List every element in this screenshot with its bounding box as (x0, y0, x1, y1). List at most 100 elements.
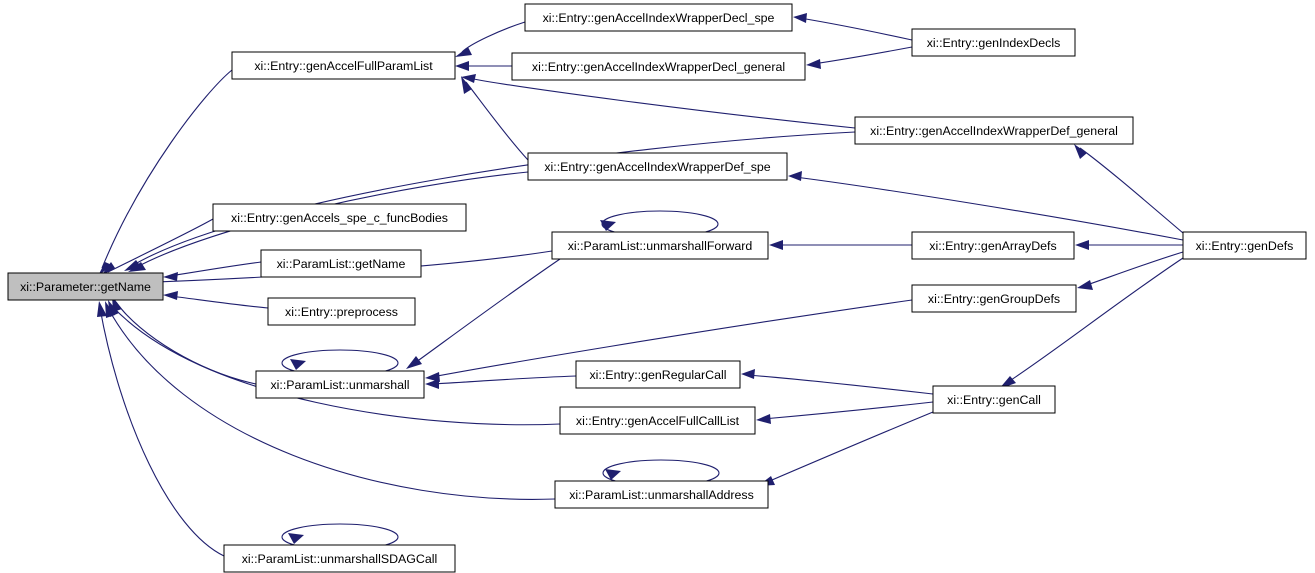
edge-line (169, 261, 262, 277)
node-box[interactable] (255, 370, 425, 399)
edge-line (101, 69, 233, 269)
edge-genRegularCall-to-unmarshall (425, 375, 577, 389)
arrowhead-icon (163, 291, 178, 300)
node-box[interactable] (1182, 231, 1307, 260)
node-box[interactable] (554, 480, 769, 509)
edge-defGeneral-to-genAccelFullParamList (461, 74, 856, 129)
node-box[interactable] (223, 544, 456, 573)
node-box[interactable] (511, 52, 806, 81)
node-box[interactable] (932, 385, 1056, 414)
node-genCall[interactable]: xi::Entry::genCall (932, 385, 1056, 414)
node-genDefs[interactable]: xi::Entry::genDefs (1182, 231, 1307, 260)
node-box[interactable] (911, 231, 1075, 260)
node-box[interactable] (212, 203, 467, 232)
arrowhead-icon (1077, 280, 1093, 290)
node-preprocess[interactable]: xi::Entry::preprocess (267, 297, 416, 326)
edge-declGeneral-to-genAccelFullParamList (455, 61, 512, 71)
node-label: xi::Entry::preprocess (285, 305, 398, 319)
node-genIndexDecls[interactable]: xi::Entry::genIndexDecls (911, 28, 1076, 57)
node-label: xi::Entry::genAccelFullCallList (576, 414, 740, 428)
node-genArrayDefs[interactable]: xi::Entry::genArrayDefs (911, 231, 1075, 260)
edge-line (1083, 251, 1184, 287)
edge-funcBodies-to-getName (101, 218, 214, 276)
arrowhead-icon (788, 171, 802, 181)
node-defGeneral[interactable]: xi::Entry::genAccelIndexWrapperDef_gener… (854, 116, 1134, 145)
edge-line (431, 299, 913, 378)
arrowhead-icon (124, 260, 142, 271)
arrowhead-icon (1074, 144, 1087, 159)
edge-line (111, 305, 561, 426)
edge-unmarshallAddress-to-getName (105, 301, 556, 500)
node-box[interactable] (911, 28, 1076, 57)
edge-layer (97, 13, 1184, 557)
edge-unmarshallForward-to-unmarshall (406, 258, 561, 369)
node-label: xi::Entry::genGroupDefs (928, 292, 1060, 306)
node-unmarshallForward[interactable]: xi::ParamList::unmarshallForward (551, 231, 769, 260)
edge-line (762, 401, 934, 420)
arrowhead-icon (461, 74, 476, 83)
edge-genCall-to-genAccelFullCallList (756, 401, 934, 424)
edge-line (431, 375, 577, 385)
node-label: xi::Entry::genAccels_spe_c_funcBodies (231, 211, 448, 225)
node-getName[interactable]: xi::Parameter::getName (7, 272, 164, 301)
edge-line (99, 307, 225, 557)
node-unmarshallAddress[interactable]: xi::ParamList::unmarshallAddress (554, 480, 769, 509)
node-funcBodies[interactable]: xi::Entry::genAccels_spe_c_funcBodies (212, 203, 467, 232)
edge-line (107, 218, 214, 273)
node-genAccelFullCallList[interactable]: xi::Entry::genAccelFullCallList (559, 406, 756, 435)
arrowhead-icon (741, 369, 755, 379)
edge-genCall-to-unmarshallAddress (758, 411, 934, 486)
node-plGetName[interactable]: xi::ParamList::getName (260, 249, 422, 278)
arrowhead-icon (425, 379, 439, 389)
edge-genIndexDecls-to-declSpe (793, 13, 913, 41)
node-label: xi::Entry::genArrayDefs (929, 239, 1056, 253)
node-box[interactable] (524, 3, 793, 32)
node-box[interactable] (911, 284, 1077, 313)
node-box[interactable] (575, 360, 741, 389)
node-box[interactable] (527, 152, 788, 181)
edge-genGroupDefs-to-unmarshall (425, 299, 913, 382)
edge-line (129, 131, 856, 268)
edge-genCall-to-genRegularCall (741, 369, 934, 395)
node-unmarshallSDAGCall[interactable]: xi::ParamList::unmarshallSDAGCall (223, 544, 456, 573)
node-box[interactable] (551, 231, 769, 260)
arrowhead-icon (406, 356, 422, 369)
node-label: xi::Entry::genAccelIndexWrapperDef_spe (544, 160, 770, 174)
edge-line (1079, 147, 1184, 234)
node-genAccelFullParamList[interactable]: xi::Entry::genAccelFullParamList (231, 51, 456, 80)
edge-line (467, 77, 856, 129)
self-loop-layer (281, 210, 720, 551)
node-box[interactable] (231, 51, 456, 80)
arrowhead-icon (455, 47, 472, 57)
edge-line (764, 411, 934, 484)
node-genGroupDefs[interactable]: xi::Entry::genGroupDefs (911, 284, 1077, 313)
node-layer: xi::Parameter::getNamexi::Entry::genAcce… (7, 3, 1307, 573)
node-genRegularCall[interactable]: xi::Entry::genRegularCall (575, 360, 741, 389)
edge-line (461, 21, 526, 53)
edge-defGeneral-to-getName (124, 131, 856, 271)
edge-unmarshallSDAGCall-to-getName (97, 301, 225, 557)
edge-genDefs-to-defSpe (788, 171, 1184, 241)
arrowhead-icon (97, 301, 107, 317)
node-box[interactable] (559, 406, 756, 435)
arrowhead-icon (163, 272, 178, 281)
node-unmarshall[interactable]: xi::ParamList::unmarshall (255, 370, 425, 399)
edge-genArrayDefs-to-unmarshallForward (769, 240, 912, 250)
node-defSpe[interactable]: xi::Entry::genAccelIndexWrapperDef_spe (527, 152, 788, 181)
edge-defSpe-to-genAccelFullParamList (461, 76, 529, 161)
edge-line (1004, 257, 1184, 385)
node-box[interactable] (260, 249, 422, 278)
node-label: xi::Entry::genRegularCall (589, 368, 726, 382)
node-box[interactable] (7, 272, 164, 301)
edge-line (411, 258, 561, 366)
edge-line (794, 176, 1184, 241)
node-box[interactable] (854, 116, 1134, 145)
node-label: xi::Entry::genAccelIndexWrapperDecl_spe (543, 11, 775, 25)
edge-line (107, 307, 556, 500)
node-box[interactable] (267, 297, 416, 326)
arrowhead-icon (425, 372, 440, 382)
node-declSpe[interactable]: xi::Entry::genAccelIndexWrapperDecl_spe (524, 3, 793, 32)
arrowhead-icon (769, 240, 783, 250)
node-declGeneral[interactable]: xi::Entry::genAccelIndexWrapperDecl_gene… (511, 52, 806, 81)
